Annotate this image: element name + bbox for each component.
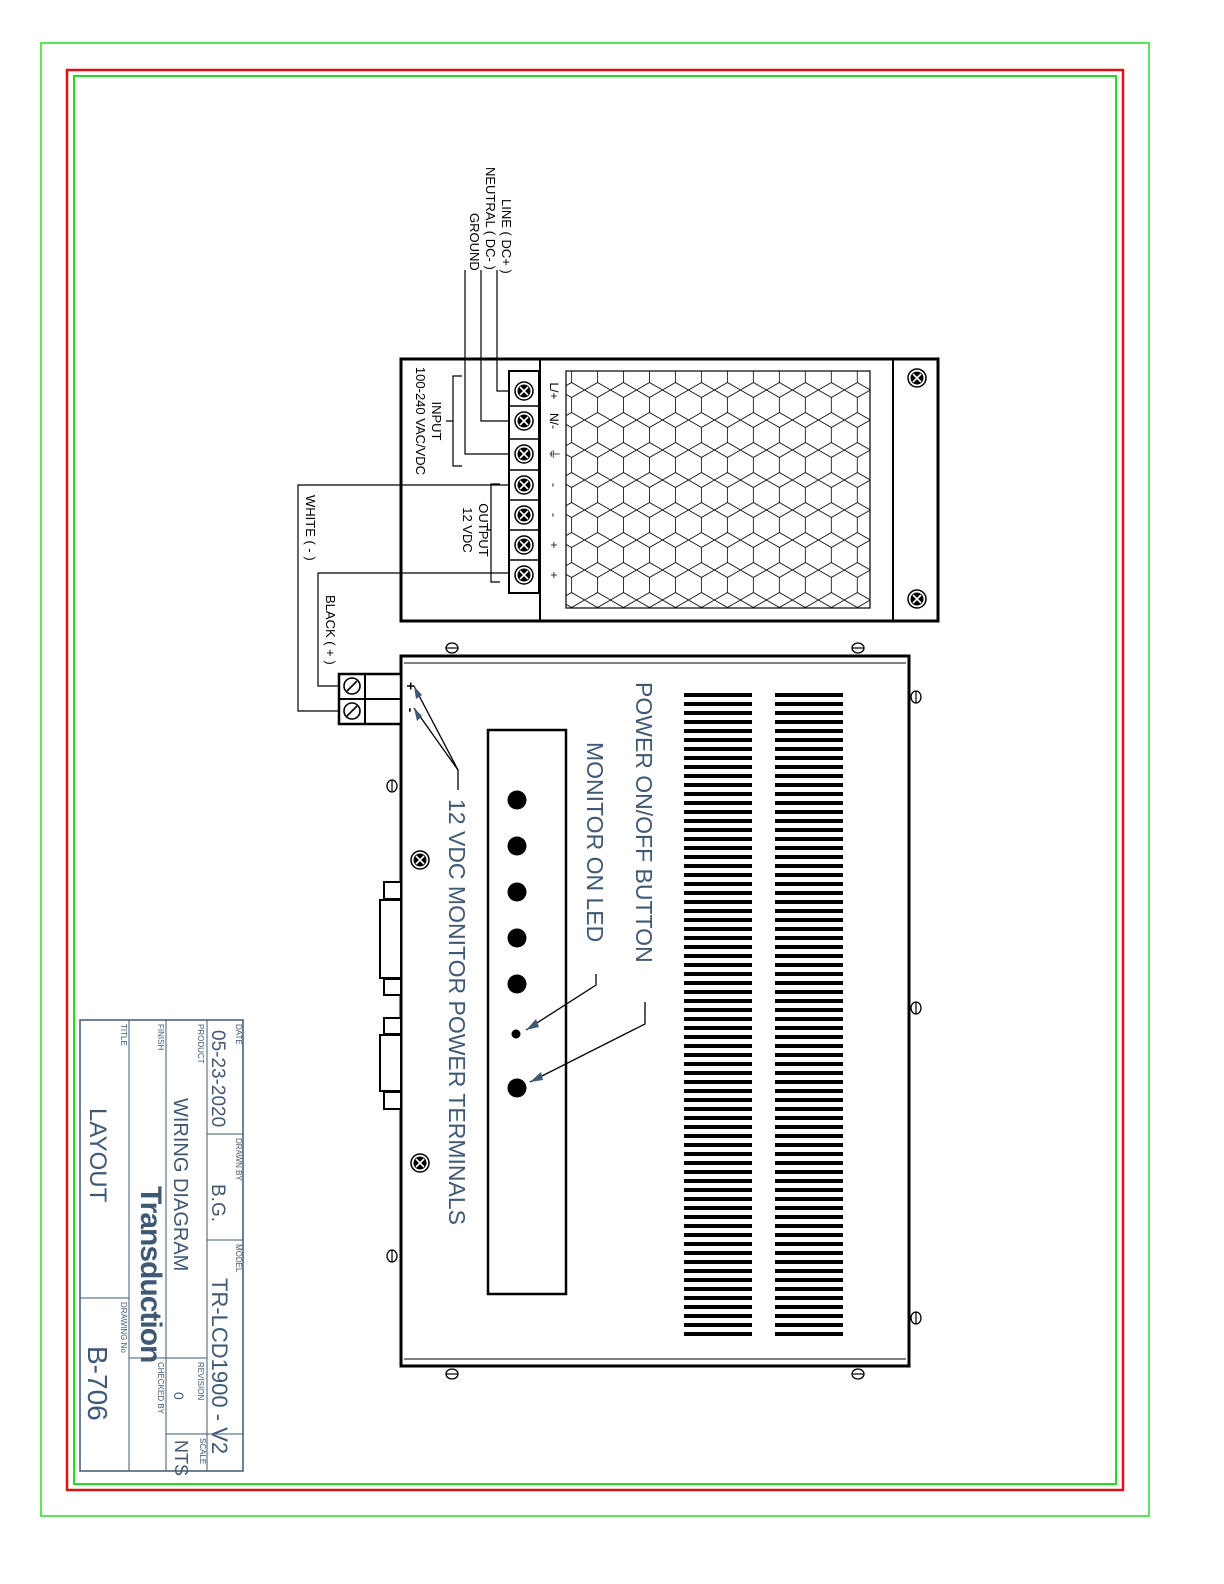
tb-drawn-by: B.G. [207, 1184, 228, 1222]
vent-hex-grille [565, 370, 871, 609]
monitor-on-led [511, 1029, 521, 1039]
terminal-screw-icon [514, 565, 534, 585]
video-connectors [379, 881, 402, 1110]
terminal-mark: - [547, 483, 561, 487]
tb-finish-label: FINISH [156, 1024, 165, 1050]
terminal-screw-icon [514, 444, 534, 464]
output-wires: WHITE ( - ) BLACK ( + ) [297, 484, 509, 712]
input-label: INPUT [429, 402, 444, 441]
terminal-screw-icon [514, 475, 534, 495]
tb-drawn-label: DRAWN BY [234, 1138, 243, 1181]
title-block: DATE DRAWN BY MODEL SCALE PRODUCT REVISI… [79, 1019, 244, 1476]
power-button[interactable] [507, 1078, 527, 1098]
terminal-mark: N/- [547, 413, 561, 429]
output-spec: 12 VDC [460, 507, 475, 553]
lead-line-label: LINE ( DC+ ) [499, 199, 514, 274]
terminal-mark: L/+ [547, 382, 561, 399]
tb-model-label: MODEL [234, 1244, 243, 1273]
terminal-screw-icon [514, 505, 534, 525]
lead-neutral-label: NEUTRAL ( DC- ) [483, 167, 498, 270]
input-spec: 100-240 VAC/VDC [413, 367, 428, 475]
tb-product-label: PRODUCT [196, 1024, 205, 1064]
callout-led: MONITOR ON LED [582, 742, 608, 942]
tb-title: LAYOUT [84, 1108, 111, 1203]
output-label: OUTPUT [476, 503, 491, 557]
white-wire [297, 484, 509, 712]
body-screw-icon [410, 850, 430, 870]
tb-revision: 0 [171, 1392, 187, 1400]
menu-button[interactable] [507, 790, 527, 810]
tb-model: TR-LCD1900 - V2 [207, 1278, 232, 1454]
monitor-housing: + - [337, 642, 922, 1380]
black-wire [317, 572, 509, 687]
power-supply: L/+ N/- ⏚ - - + + INPUT 100-240 VAC/VDC OUTPUT… [399, 357, 940, 623]
tb-drawing-no-label: DRAWING No [119, 1302, 128, 1353]
terminal-plus-mark: + [403, 682, 419, 690]
tb-scale: NTS [171, 1440, 191, 1476]
output-brace [486, 483, 500, 583]
body-screw-icon [410, 1153, 430, 1173]
terminal-mark: - [547, 513, 561, 517]
mount-screw-icon [907, 368, 927, 388]
tb-date-label: DATE [234, 1024, 243, 1045]
lead-ground-label: GROUND [467, 213, 482, 271]
tb-checked-label: CHECKED BY [156, 1362, 165, 1415]
tb-logo: Transduction [134, 1186, 167, 1362]
terminal-mark: + [547, 571, 561, 578]
mount-screw-icon [907, 589, 927, 609]
vent-slots [684, 693, 843, 1336]
inner-border [73, 75, 1117, 1485]
menu-button[interactable] [507, 836, 527, 856]
black-wire-label: BLACK ( + ) [323, 595, 338, 665]
terminal-screw-icon [514, 535, 534, 555]
terminal-screw-icon [514, 411, 534, 431]
menu-button[interactable] [507, 928, 527, 948]
terminal-screw-icon [514, 381, 534, 401]
white-wire-label: WHITE ( - ) [303, 495, 318, 561]
monitor-power-terminal: + - [337, 672, 419, 726]
terminal-mark: ⏚ [547, 448, 561, 460]
tb-title-label: TITLE [119, 1024, 128, 1046]
tb-scale-label: SCALE [198, 1438, 207, 1464]
input-brace [446, 375, 462, 467]
tb-product: WIRING DIAGRAM [169, 1098, 191, 1271]
callout-terminals: 12 VDC MONITOR POWER TERMINALS [444, 799, 470, 1225]
terminal-minus-mark: - [403, 708, 419, 713]
tb-revision-label: REVISION [196, 1362, 205, 1400]
outer-border [40, 42, 1150, 1517]
source-leads: LINE ( DC+ ) NEUTRAL ( DC- ) GROUND [464, 167, 514, 455]
callouts: POWER ON/OFF BUTTON MONITOR ON LED 12 VD… [413, 682, 657, 1225]
terminal-block [508, 370, 540, 594]
terminal-mark: + [547, 541, 561, 548]
menu-button[interactable] [507, 882, 527, 902]
tb-date: 05-23-2020 [207, 1030, 228, 1127]
callout-power-button: POWER ON/OFF BUTTON [631, 682, 657, 963]
tb-drawing-no: B-706 [82, 1346, 113, 1421]
menu-button[interactable] [507, 974, 527, 994]
red-border [65, 68, 1125, 1492]
